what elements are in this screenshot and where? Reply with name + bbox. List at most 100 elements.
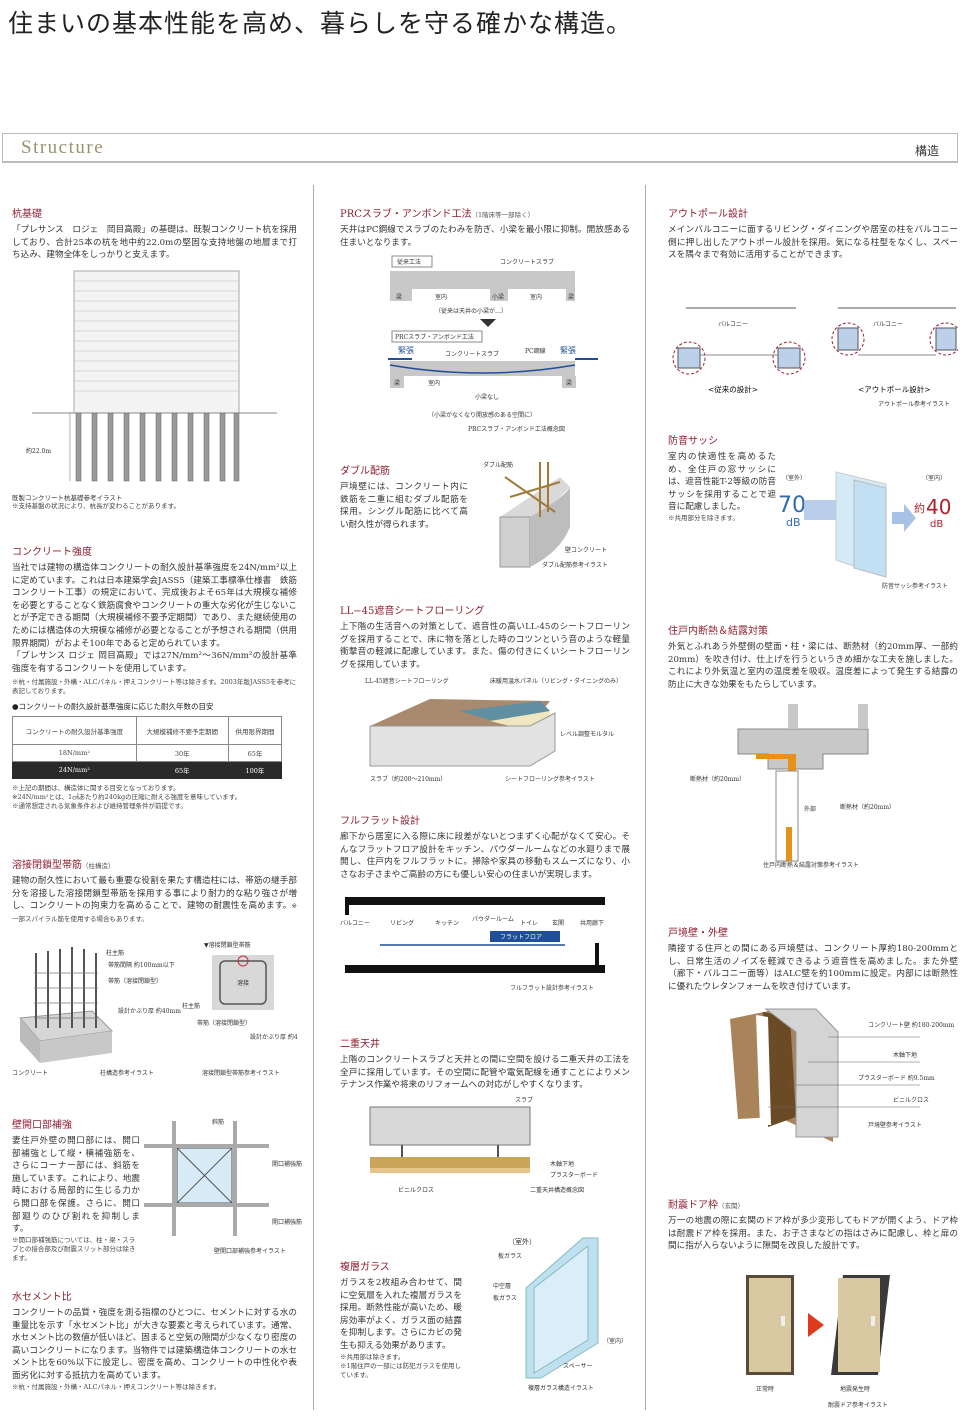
table-cell: 18N/mm²: [12, 744, 137, 763]
illustration-caption: アウトポール参考イラスト: [878, 400, 950, 408]
label-concrete: コンクリート: [12, 1070, 48, 1077]
illustration-caption: フルフラット設計参考イラスト: [510, 984, 594, 992]
label-glass-pane: 板ガラス: [493, 1294, 517, 1302]
illustration-caption: 溶接閉鎖型帯筋参考イラスト: [202, 1069, 280, 1077]
outdoor-db-value: 70: [778, 493, 806, 518]
section-note: ※24N/mm²とは、1㎠あたり約240kgの圧縮に耐える強度を意味しています。: [12, 793, 242, 802]
section-heading: アウトポール設計: [668, 209, 748, 220]
section-body: 天井はPC鋼線でスラブのたわみを防ぎ、小梁を最小限に抑制。開放感ある住まいとなり…: [340, 225, 630, 248]
illustration-caption: 既製コンクリート杭基礎参考イラスト: [12, 493, 123, 502]
label-weld: 溶接: [237, 979, 249, 987]
section-note: ※1階住戸の一部には防犯ガラスを使用しています。: [340, 1361, 462, 1379]
label-room: 室内: [530, 293, 542, 301]
pile-foundation-illustration: 約22.0m: [26, 270, 277, 482]
banner-japanese-title: 構造: [914, 144, 939, 158]
table-header-row: コンクリートの耐久設計基準強度大規模補修不要予定期間供用限界期間: [12, 716, 283, 746]
db-unit: dB: [786, 516, 801, 529]
label-room: 室内: [428, 379, 440, 387]
label-indoor: （室内）: [922, 474, 946, 482]
label-indoor: （室内）: [603, 1337, 627, 1345]
banner-english-title: Structure: [21, 137, 105, 158]
section-body: 戸境壁には、コンクリート内に鉄筋を二重に組むダブル配筋を採用。シングル配筋に比べ…: [340, 482, 468, 530]
double-rebar-illustration: ダブル配筋 壁コンクリート ダブル配筋参考イラスト: [483, 461, 608, 569]
illustration-caption: 住戸内断熱＆結露対策参考イラスト: [763, 861, 859, 869]
label-column-rebar: 柱主筋: [182, 1002, 200, 1010]
room-living: リビング: [390, 919, 414, 927]
room-balcony: バルコニー: [340, 920, 370, 927]
label-slab: コンクリートスラブ: [445, 350, 499, 358]
outpole-illustration: バルコニー バルコニー <従来の設計> <アウトポール設計> アウトポール参考イ…: [672, 307, 960, 408]
label-balcony: バルコニー: [718, 321, 748, 328]
label-room: 室内: [435, 293, 447, 301]
label-insulation: 断熱材（約20mm）: [690, 775, 745, 783]
table-header: コンクリートの耐久設計基準強度: [12, 716, 137, 746]
body-text: 建物の耐久性において最も重要な役割を果たす構造柱には、帯筋の継手部分を溶接した溶…: [12, 876, 297, 912]
section-heading: 二重天井: [340, 1039, 380, 1050]
label-conventional: 従来工法: [397, 258, 421, 266]
section-body: 上下階の生活音への対策として、遮音性の高いLL-45のシートフローリングを採用す…: [340, 622, 630, 670]
section-note: ※共用部は除きます。: [340, 1352, 405, 1361]
label-outdoor: （室外）: [782, 474, 806, 482]
label-small-beam: 小梁: [492, 293, 504, 301]
label-beam: 梁: [396, 293, 402, 301]
label-earthquake: 地震発生時: [840, 1385, 870, 1393]
table-cell: 24N/mm²: [12, 761, 137, 780]
label-vertical-rebar: 開口補強筋（縦）: [272, 1218, 304, 1226]
label-diagonal-rebar: 斜筋: [212, 1118, 224, 1126]
label-air-layer: 中空層: [493, 1282, 511, 1290]
full-flat-section: フルフラット設計 廊下から居室に入る際に床に段差がないとつまずく心配がなくて安心…: [340, 812, 630, 1004]
table-header: 供用限界期間: [227, 716, 283, 746]
section-note: ※共用部分を除きます。: [668, 513, 739, 522]
section-body: 妻住戸外壁の開口部には、開口部補強として縦・横補強筋を、さらにコーナー部には、斜…: [12, 1136, 140, 1235]
label-horizontal-rebar: 開口補強筋（横）: [272, 1160, 304, 1168]
prc-slab-diagram: 従来工法 コンクリートスラブ 梁 室内 小梁 室内 梁 （従来は天井の小梁が…）…: [388, 255, 598, 433]
label-beam: 梁: [568, 293, 574, 301]
label-outdoor: （室外）: [508, 1237, 536, 1246]
section-heading: 壁開口部補強: [12, 1120, 72, 1131]
illustration-caption: 二重天井構造概念図: [530, 1186, 584, 1194]
room-entrance: 玄関: [552, 919, 564, 927]
insulation-section: 住戸内断熱＆結露対策 外気とふれあう外壁側の壁面・柱・梁には、断熱材（約20mm…: [668, 622, 958, 873]
full-flat-diagram: バルコニー リビング キッチン パウダールーム トイレ 玄関 共用廊下 フラット…: [340, 897, 605, 992]
table-cell: 65年: [135, 761, 229, 780]
page-title: 住まいの基本性能を高め、暮らしを守る確かな構造。: [8, 9, 633, 38]
label-slab: スラブ: [515, 1096, 533, 1104]
room-toilet: トイレ: [520, 920, 538, 927]
section-body: コンクリートの品質・強度を測る指標のひとつに、セメントに対する水の重量比を示す「…: [12, 1308, 297, 1381]
seismic-door-illustration: 正常時 地震発生時 耐震ドア参考イラスト: [746, 1274, 890, 1409]
label-welded-hoop: ▼溶接閉鎖型帯筋: [204, 941, 251, 949]
illustration-caption: 防音サッシ参考イラスト: [882, 582, 948, 590]
column-structure-illustration: 柱主筋 帯筋間隔 約100mm以下 帯筋（溶接閉鎖型） 設計かぶり厚 約40mm…: [12, 941, 313, 1077]
section-body: 「プレサンス ロジェ 岡目高殿」の基礎は、既製コンクリート杭を採用しており、合計…: [12, 225, 297, 261]
section-heading: 防音サッシ: [668, 436, 718, 447]
label-cover: 設計かぶり厚 約40mm: [250, 1033, 297, 1041]
arrow-right-icon: [808, 1312, 824, 1337]
section-heading: 溶接閉鎖型帯筋（柱構造）: [12, 856, 297, 871]
section-heading: PRCスラブ・アンボンド工法（1階床等一部除く）: [340, 205, 630, 220]
illustration-caption: 壁開口部補強参考イラスト: [214, 1247, 286, 1255]
label-beam: 梁: [566, 379, 572, 387]
ll45-flooring-section: LL−45遮音シートフローリング 上下階の生活音への対策として、遮音性の高いLL…: [340, 602, 630, 790]
table-header: 大規模補修不要予定期間: [135, 716, 229, 746]
label-insulation: 断熱材（約20mm）: [840, 803, 895, 811]
soundproof-sash-section: 防音サッシ 室内の快適性を高めるため、全住戸の窓サッシには、遮音性能T-2等級の…: [668, 432, 958, 590]
illustration-caption: 戸境壁参考イラスト: [868, 1121, 922, 1129]
section-body: 万一の地震の際に玄関のドア枠が多少変形してもドアが開くよう、ドア枠は耐震ドア枠を…: [668, 1216, 958, 1252]
section-note: ※上記の期間は、構造体に関する目安となっております。: [12, 784, 180, 793]
section-heading: 水セメント比: [12, 1292, 72, 1303]
label-no-small-beam: 小梁なし: [475, 393, 499, 401]
party-wall-illustration: コンクリート壁 約180-200mm 木軸下地 プラスターボード 約9.5mm …: [730, 1008, 955, 1143]
down-arrow-icon: [480, 319, 496, 328]
section-banner: Structure 構造: [2, 133, 958, 163]
label-pc-wire: PC鋼線: [525, 347, 546, 355]
table-cell: 100年: [227, 761, 283, 780]
label-note: （小梁がなくなり開放感のある空間に）: [428, 411, 536, 419]
double-glazing-illustration: （室外） 板ガラス 中空層 板ガラス （室内） スペーサー 複層ガラス構造イラス…: [493, 1237, 627, 1392]
label-concrete-wall: コンクリート壁 約180-200mm: [868, 1021, 955, 1029]
label-column-rebar: 柱主筋: [106, 949, 124, 957]
heading-subtitle: （玄関）: [718, 1202, 744, 1210]
section-heading: 戸境壁・外壁: [668, 928, 728, 939]
section-body: 廊下から居室に入る際に床に段差がないとつまずく心配がなくて安心。そんなフラットフ…: [340, 832, 630, 880]
flat-floor-badge: フラットフロア: [500, 934, 542, 941]
illustration-caption: 耐震ドア参考イラスト: [828, 1401, 888, 1409]
